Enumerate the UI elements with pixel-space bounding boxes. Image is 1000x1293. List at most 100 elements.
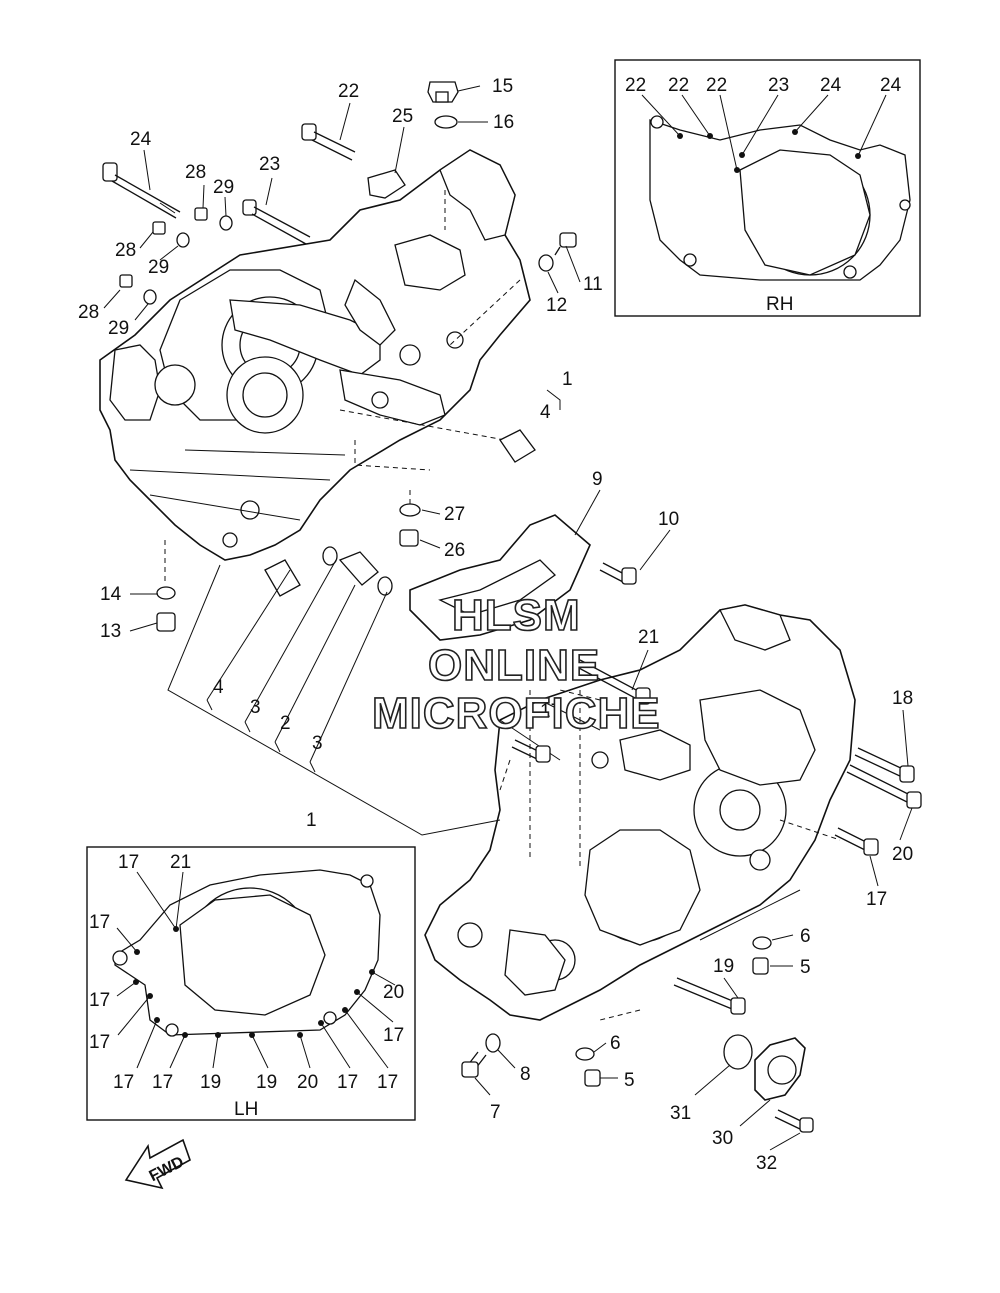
callout-bracket-1 bbox=[167, 389, 561, 836]
callout-4a: 4 bbox=[540, 402, 551, 423]
callout-31: 31 bbox=[670, 1103, 691, 1124]
watermark-line3: MICROFICHE bbox=[372, 689, 661, 738]
lh-callout-17i: 17 bbox=[377, 1072, 398, 1093]
bolt-5-upper bbox=[752, 957, 769, 975]
callout-labels: 24 22 25 15 16 28 29 23 28 29 28 29 11 1… bbox=[78, 76, 913, 1174]
washers-29 bbox=[143, 215, 233, 305]
rh-callout-22c: 22 bbox=[706, 75, 727, 96]
lh-callout-17g: 17 bbox=[152, 1072, 173, 1093]
lh-callout-20b: 20 bbox=[297, 1072, 318, 1093]
bolt-7 bbox=[461, 1051, 487, 1078]
clamp-25 bbox=[367, 169, 406, 199]
callout-19: 19 bbox=[713, 956, 734, 977]
lh-callout-21: 21 bbox=[170, 852, 191, 873]
cover-30 bbox=[754, 1037, 806, 1101]
callout-21: 21 bbox=[638, 627, 659, 648]
callout-30: 30 bbox=[712, 1128, 733, 1149]
rh-inset-label: RH bbox=[766, 294, 793, 315]
callout-23: 23 bbox=[259, 154, 280, 175]
callout-6a: 6 bbox=[800, 926, 811, 947]
callout-29c: 29 bbox=[108, 318, 129, 339]
callout-22: 22 bbox=[338, 81, 359, 102]
rh-callout-24a: 24 bbox=[820, 75, 842, 96]
washer-27 bbox=[399, 503, 421, 517]
callout-24: 24 bbox=[130, 129, 152, 150]
callout-2: 2 bbox=[280, 713, 291, 734]
callout-20: 20 bbox=[892, 844, 913, 865]
callout-26: 26 bbox=[444, 540, 465, 561]
callout-29b: 29 bbox=[148, 257, 169, 278]
lh-inset-label: LH bbox=[234, 1099, 258, 1120]
rh-callout-23: 23 bbox=[768, 75, 789, 96]
callout-4b: 4 bbox=[213, 677, 224, 698]
lh-callout-17b: 17 bbox=[89, 912, 110, 933]
callout-1a: 1 bbox=[562, 369, 573, 390]
lh-callout-19b: 19 bbox=[256, 1072, 277, 1093]
callout-32: 32 bbox=[756, 1153, 777, 1174]
bolt-22 bbox=[301, 123, 356, 161]
o-ring-16 bbox=[434, 115, 458, 129]
o-ring-31 bbox=[723, 1034, 753, 1070]
washer-6-upper bbox=[752, 936, 772, 950]
rh-callout-22b: 22 bbox=[668, 75, 689, 96]
callout-28c: 28 bbox=[78, 302, 99, 323]
rh-callout-22a: 22 bbox=[625, 75, 646, 96]
lh-callout-17c: 17 bbox=[89, 990, 110, 1011]
callout-11: 11 bbox=[583, 274, 603, 295]
watermark: HLSM ONLINE MICROFICHE bbox=[371, 590, 661, 739]
callout-13: 13 bbox=[100, 621, 121, 642]
bolt-11 bbox=[554, 232, 577, 256]
bolt-10 bbox=[599, 562, 637, 585]
lh-callout-17a: 17 bbox=[118, 852, 139, 873]
callout-10: 10 bbox=[658, 509, 679, 530]
callout-3b: 3 bbox=[312, 733, 323, 754]
callout-7: 7 bbox=[490, 1102, 501, 1123]
watermark-line2: ONLINE bbox=[428, 641, 600, 690]
right-crankcase-half bbox=[424, 604, 856, 1021]
lh-callout-17e: 17 bbox=[383, 1025, 404, 1046]
fwd-arrow-icon: FWD bbox=[124, 1138, 191, 1190]
bolt-19 bbox=[673, 977, 746, 1015]
dowel-4-lower bbox=[264, 559, 301, 597]
lh-callout-17f: 17 bbox=[113, 1072, 134, 1093]
o-ring-3b bbox=[377, 576, 393, 596]
callout-16: 16 bbox=[493, 112, 514, 133]
bolt-24 bbox=[102, 162, 181, 219]
lh-callout-19a: 19 bbox=[200, 1072, 221, 1093]
callout-18: 18 bbox=[892, 688, 913, 709]
guide-9 bbox=[409, 514, 591, 641]
bolt-20 bbox=[846, 764, 922, 809]
callout-17b: 17 bbox=[866, 889, 887, 910]
callout-28b: 28 bbox=[115, 240, 136, 261]
callout-29a: 29 bbox=[213, 177, 234, 198]
callout-28a: 28 bbox=[185, 162, 206, 183]
callout-14: 14 bbox=[100, 584, 122, 605]
callout-9: 9 bbox=[592, 469, 603, 490]
watermark-line1: HLSM bbox=[452, 591, 581, 640]
o-ring-3a bbox=[322, 546, 338, 566]
lh-inset: 17 21 17 17 17 20 17 17 17 19 19 20 17 1… bbox=[86, 846, 416, 1121]
left-crankcase-half bbox=[99, 149, 531, 561]
rh-inset: 22 22 22 23 24 24 RH bbox=[614, 59, 921, 317]
washer-14 bbox=[156, 586, 176, 600]
bolt-21 bbox=[576, 659, 651, 705]
washer-6-lower bbox=[575, 1047, 595, 1061]
dowel-4-upper bbox=[499, 429, 536, 463]
leader-lines bbox=[103, 85, 913, 1151]
callout-3a: 3 bbox=[250, 697, 261, 718]
small-bolts-28 bbox=[119, 207, 208, 288]
bolt-26 bbox=[399, 529, 419, 547]
collar-2 bbox=[338, 551, 379, 586]
callout-1b: 1 bbox=[306, 810, 317, 831]
bolt-32 bbox=[774, 1109, 814, 1133]
callout-12: 12 bbox=[546, 295, 567, 316]
washer-8 bbox=[485, 1033, 501, 1053]
callout-5a: 5 bbox=[800, 957, 811, 978]
bolt-18 bbox=[854, 747, 915, 783]
bolt-23 bbox=[242, 199, 311, 245]
lh-callout-17d: 17 bbox=[89, 1032, 110, 1053]
lh-callout-17h: 17 bbox=[337, 1072, 358, 1093]
callout-8: 8 bbox=[520, 1064, 531, 1085]
callout-27: 27 bbox=[444, 504, 465, 525]
lh-callout-20a: 20 bbox=[383, 982, 404, 1003]
